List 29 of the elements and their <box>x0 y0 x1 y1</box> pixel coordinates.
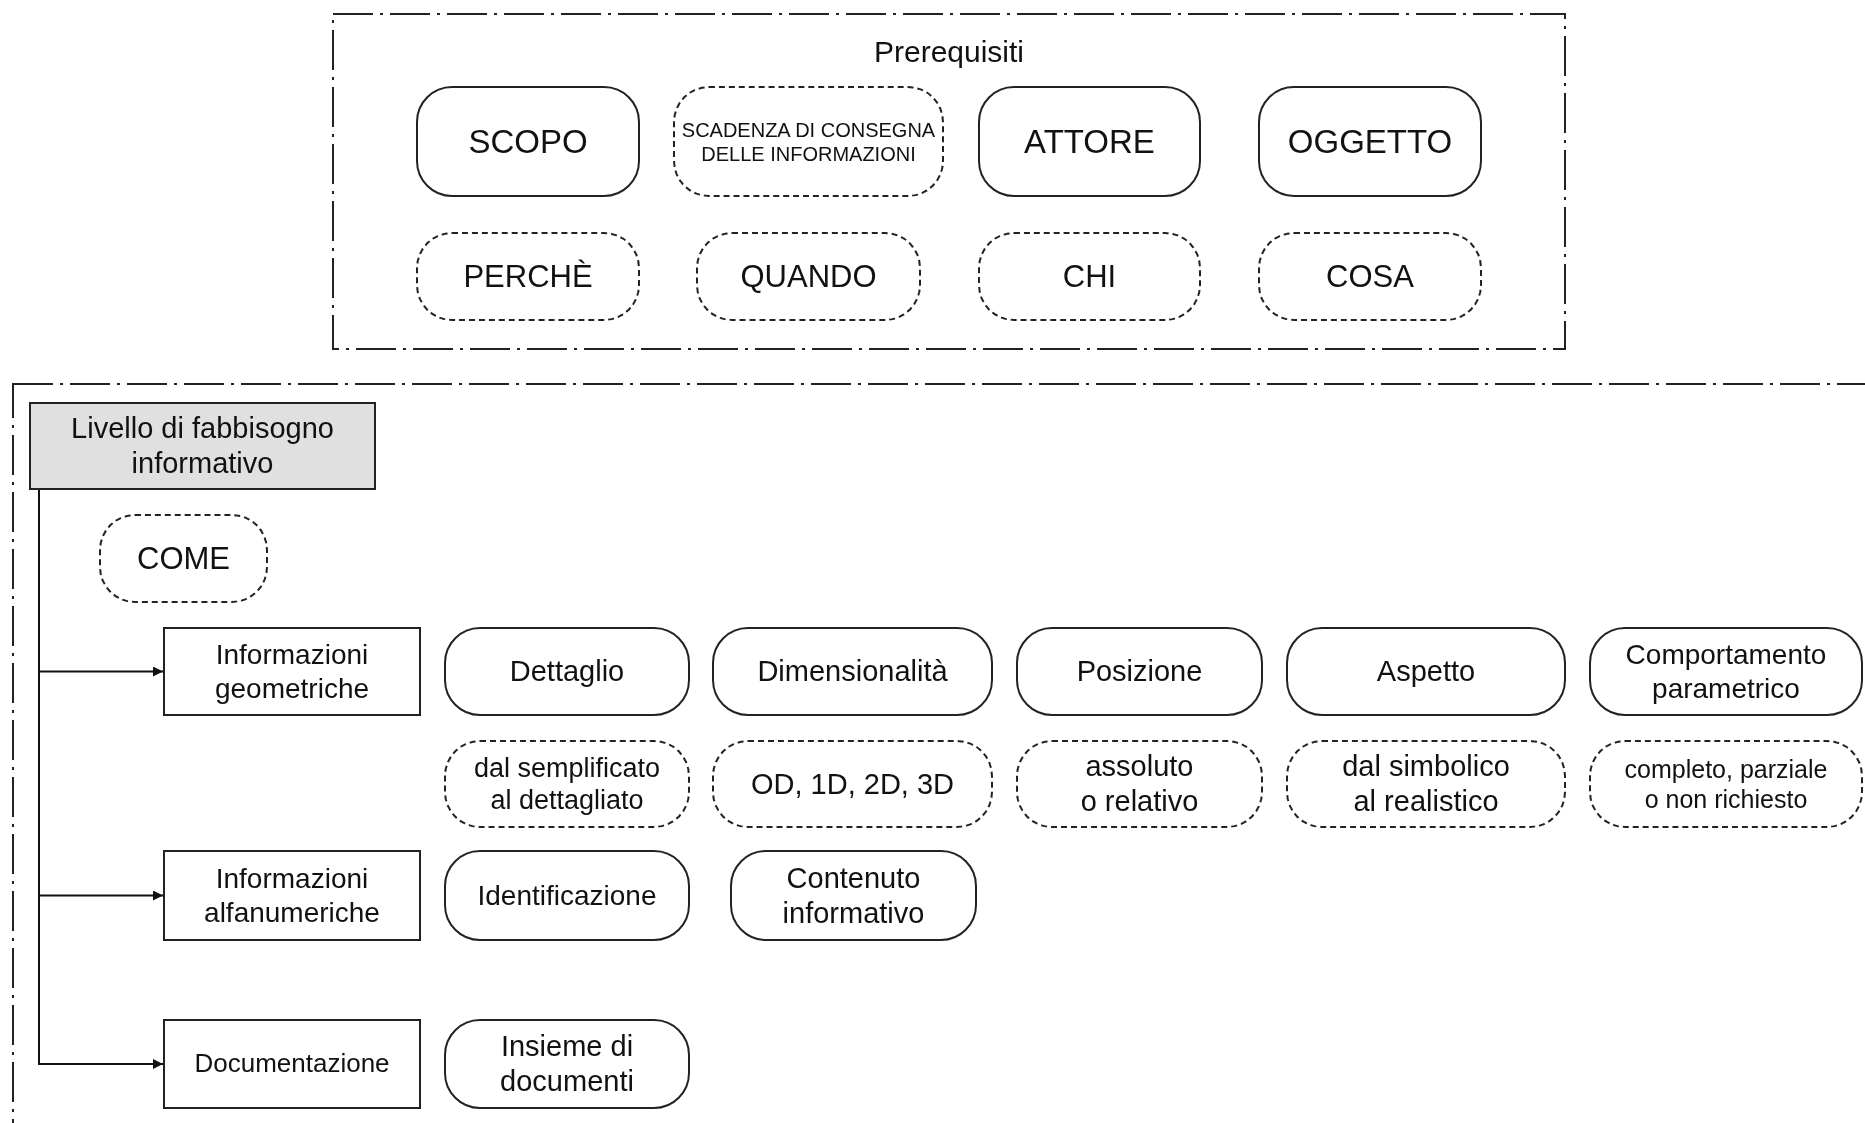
dashed-rounded-box: SCADENZA DI CONSEGNA DELLE INFORMAZIONI <box>673 86 944 197</box>
rounded-box: Contenuto informativo <box>730 850 977 941</box>
category-box: Informazioni geometriche <box>163 627 421 716</box>
rounded-box: Insieme di documenti <box>444 1019 690 1109</box>
header-box: Livello di fabbisogno informativo <box>29 402 376 490</box>
rounded-box: SCOPO <box>416 86 640 197</box>
rounded-box: OGGETTO <box>1258 86 1482 197</box>
rounded-box: Dettaglio <box>444 627 690 716</box>
rounded-box: Aspetto <box>1286 627 1566 716</box>
dashed-rounded-box: completo, parziale o non richiesto <box>1589 740 1863 828</box>
category-box: Documentazione <box>163 1019 421 1109</box>
dashed-rounded-box: PERCHÈ <box>416 232 640 321</box>
dashed-rounded-box: OD, 1D, 2D, 3D <box>712 740 993 828</box>
rounded-box: Comportamento parametrico <box>1589 627 1863 716</box>
rounded-box: Dimensionalità <box>712 627 993 716</box>
rounded-box: ATTORE <box>978 86 1201 197</box>
rounded-box: Posizione <box>1016 627 1263 716</box>
dashed-rounded-box: assoluto o relativo <box>1016 740 1263 828</box>
rounded-box: Identificazione <box>444 850 690 941</box>
dashed-rounded-box: dal simbolico al realistico <box>1286 740 1566 828</box>
group-title: Prerequisiti <box>873 35 1025 69</box>
dashed-rounded-box: QUANDO <box>696 232 921 321</box>
dashed-rounded-box: COSA <box>1258 232 1482 321</box>
dashed-rounded-box: CHI <box>978 232 1201 321</box>
dashed-rounded-box: COME <box>99 514 268 603</box>
dashed-rounded-box: dal semplificato al dettagliato <box>444 740 690 828</box>
category-box: Informazioni alfanumeriche <box>163 850 421 941</box>
group-frame <box>12 383 1865 1123</box>
group-frame <box>332 13 1566 350</box>
